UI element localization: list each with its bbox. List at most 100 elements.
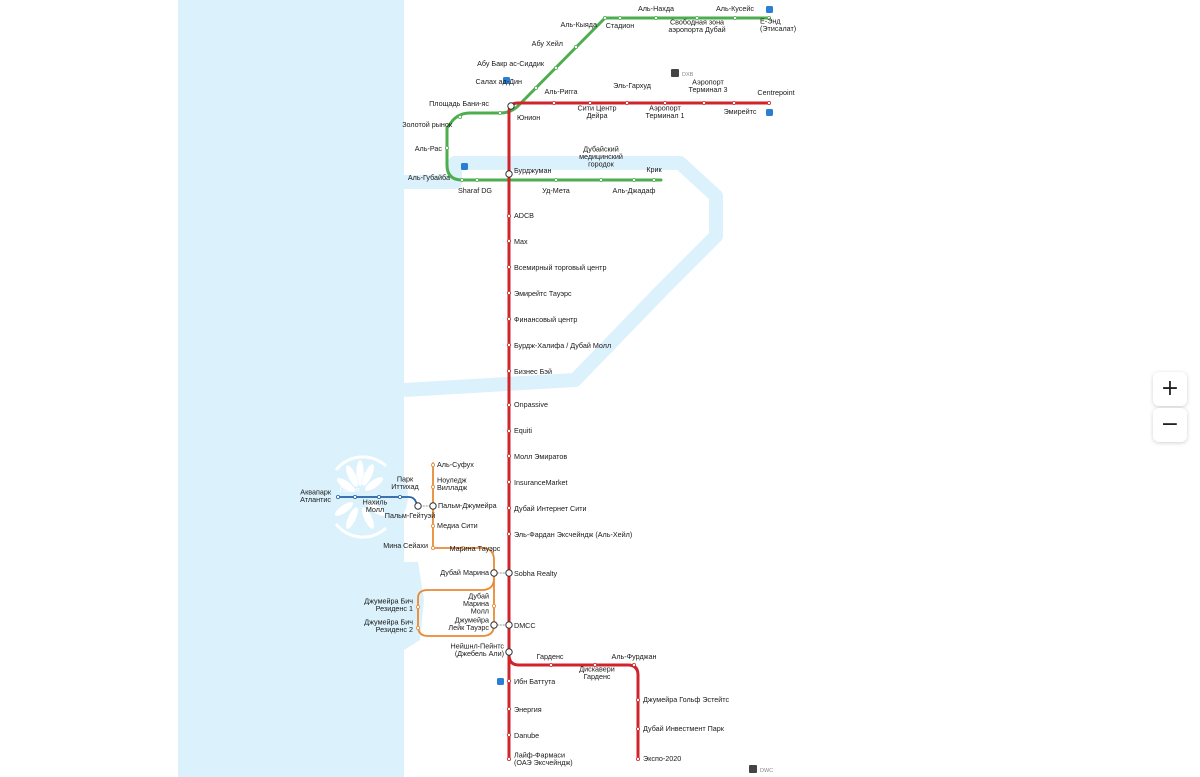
station-palm-jumeirah[interactable]: Пальм-Джумейра (429, 501, 497, 510)
station-media-city[interactable]: Медиа Сити (430, 521, 478, 530)
station-label: Медиа Сити (437, 521, 478, 530)
station-al-nahda[interactable]: Аль-Нахда (638, 4, 674, 20)
station-marker (554, 177, 559, 182)
station-baniyas[interactable]: Площадь Бани-яс (429, 99, 502, 116)
station-sharaf[interactable]: Sharaf DG (458, 177, 492, 195)
station-marker (534, 86, 539, 91)
station-golf-estates[interactable]: Джумейра Гольф Эстейтс (636, 695, 730, 704)
station-ibn-battuta[interactable]: Ибн Баттута (506, 677, 555, 686)
station-moe[interactable]: Молл Эмиратов (506, 452, 567, 461)
station-marina-towers[interactable]: Марина Тауэрс (450, 544, 501, 553)
station-wtc[interactable]: Всемирный торговый центр (506, 263, 606, 272)
airport-icon (749, 765, 757, 773)
station-al-jadaf[interactable]: Аль-Джадаф (613, 177, 656, 195)
station-energy[interactable]: Энергия (506, 705, 542, 714)
station-label: Danube (514, 731, 539, 740)
station-mina-seyahi[interactable]: Мина Сейахи (383, 541, 435, 551)
zoom-in-button[interactable]: + (1153, 372, 1187, 406)
station-emirates[interactable]: Эмирейтс (724, 101, 757, 116)
station-gardens[interactable]: Гарденс (536, 652, 564, 668)
station-label: Бурджуман (514, 166, 551, 175)
airport-icon (671, 69, 679, 77)
station-expo[interactable]: Экспо-2020 (636, 754, 681, 763)
station-al-qusais[interactable]: Аль-Кусейс (716, 4, 754, 20)
station-business-bay[interactable]: Бизнес Бэй (506, 367, 552, 376)
station-al-ghubaiba[interactable]: Аль-Губайба (408, 173, 464, 182)
station-union[interactable]: Юнион (507, 102, 540, 122)
station-sobha[interactable]: Sobha Realty (505, 569, 558, 578)
station-centrepoint[interactable]: Centrepoint (757, 88, 795, 106)
station-pointe[interactable]: Поинт (340, 485, 361, 499)
station-abu-baker[interactable]: Абу Бакр ас-Сиддик (477, 59, 559, 71)
station-marker (491, 604, 496, 609)
bus-transfer-icon (766, 6, 773, 13)
station-marker (599, 177, 604, 182)
station-financial[interactable]: Финансовый центр (506, 315, 577, 324)
station-e-and[interactable]: Е-Энд(Этисалат) (760, 15, 796, 33)
station-label: Энергия (514, 705, 542, 714)
transfer-badges (461, 6, 773, 685)
station-al-furjan[interactable]: Аль-Фурджан (612, 652, 657, 668)
station-al-qiyadah[interactable]: Аль-Кыяда (560, 15, 608, 29)
station-oud-metha[interactable]: Уд-Мета (542, 177, 570, 195)
station-al-rigga[interactable]: Аль-Ригга (544, 87, 578, 106)
station-al-ras[interactable]: Аль-Рас (415, 144, 449, 153)
station-label: Экспо-2020 (643, 754, 681, 763)
station-adcb[interactable]: ADCB (506, 211, 534, 220)
station-abu-hail[interactable]: Абу Хейл (532, 39, 579, 50)
station-marker (552, 101, 557, 106)
station-onpassive[interactable]: Onpassive (506, 400, 548, 409)
station-al-khail[interactable]: Эль-Фардан Эксчейндж (Аль-Хейл) (506, 530, 632, 539)
station-dubai-marina[interactable]: Дубай Марина (440, 568, 498, 577)
station-palm-gateway[interactable]: Пальм-Гейтуэй (385, 502, 435, 520)
station-label: Салах ад-Дин (476, 77, 523, 86)
station-max[interactable]: Max (506, 237, 528, 246)
station-burjuman[interactable]: Бурджуман (505, 166, 552, 178)
zoom-out-button[interactable]: − (1153, 408, 1187, 442)
station-jebel-ali[interactable]: Нейшнл-Пейнтс(Джебель Али) (451, 641, 513, 658)
interchange-marker (505, 648, 513, 656)
station-salah[interactable]: Салах ад-Дин (476, 77, 539, 91)
station-garhoud[interactable]: Эль-Гархуд (613, 81, 652, 106)
palm-frond (366, 501, 386, 517)
station-creek[interactable]: Крик (646, 165, 663, 182)
station-marker (415, 626, 420, 631)
station-label: Дубай Интернет Сити (514, 504, 587, 513)
station-al-sufouh[interactable]: Аль-Суфух (430, 460, 474, 469)
station-burj-khalifa[interactable]: Бурдж-Халифа / Дубай Молл (506, 341, 611, 350)
station-stadium[interactable]: Стадион (606, 15, 635, 30)
station-equiti[interactable]: Equiti (506, 426, 532, 435)
station-marker (549, 663, 554, 668)
station-danube[interactable]: Danube (506, 731, 539, 740)
station-life-pharmacy[interactable]: Лайф-Фармаси(ОАЭ Эксчейндж) (506, 750, 573, 767)
station-label: InsuranceMarket (514, 478, 568, 487)
palm-frond (361, 463, 375, 487)
station-internet-city[interactable]: Дубай Интернет Сити (506, 504, 587, 513)
station-label: Стадион (606, 21, 635, 30)
station-dmcc[interactable]: DMCC (505, 621, 536, 630)
station-label: Е-Энд(Этисалат) (760, 16, 796, 33)
station-gold-souq[interactable]: Золотой рынок (402, 115, 462, 129)
station-investments-park[interactable]: Дубай Инвестмент Парк (636, 724, 725, 733)
station-insurancemarket[interactable]: InsuranceMarket (506, 478, 568, 487)
station-emirates-towers[interactable]: Эмирейтс Тауэрс (506, 289, 572, 298)
station-marker (506, 290, 511, 295)
